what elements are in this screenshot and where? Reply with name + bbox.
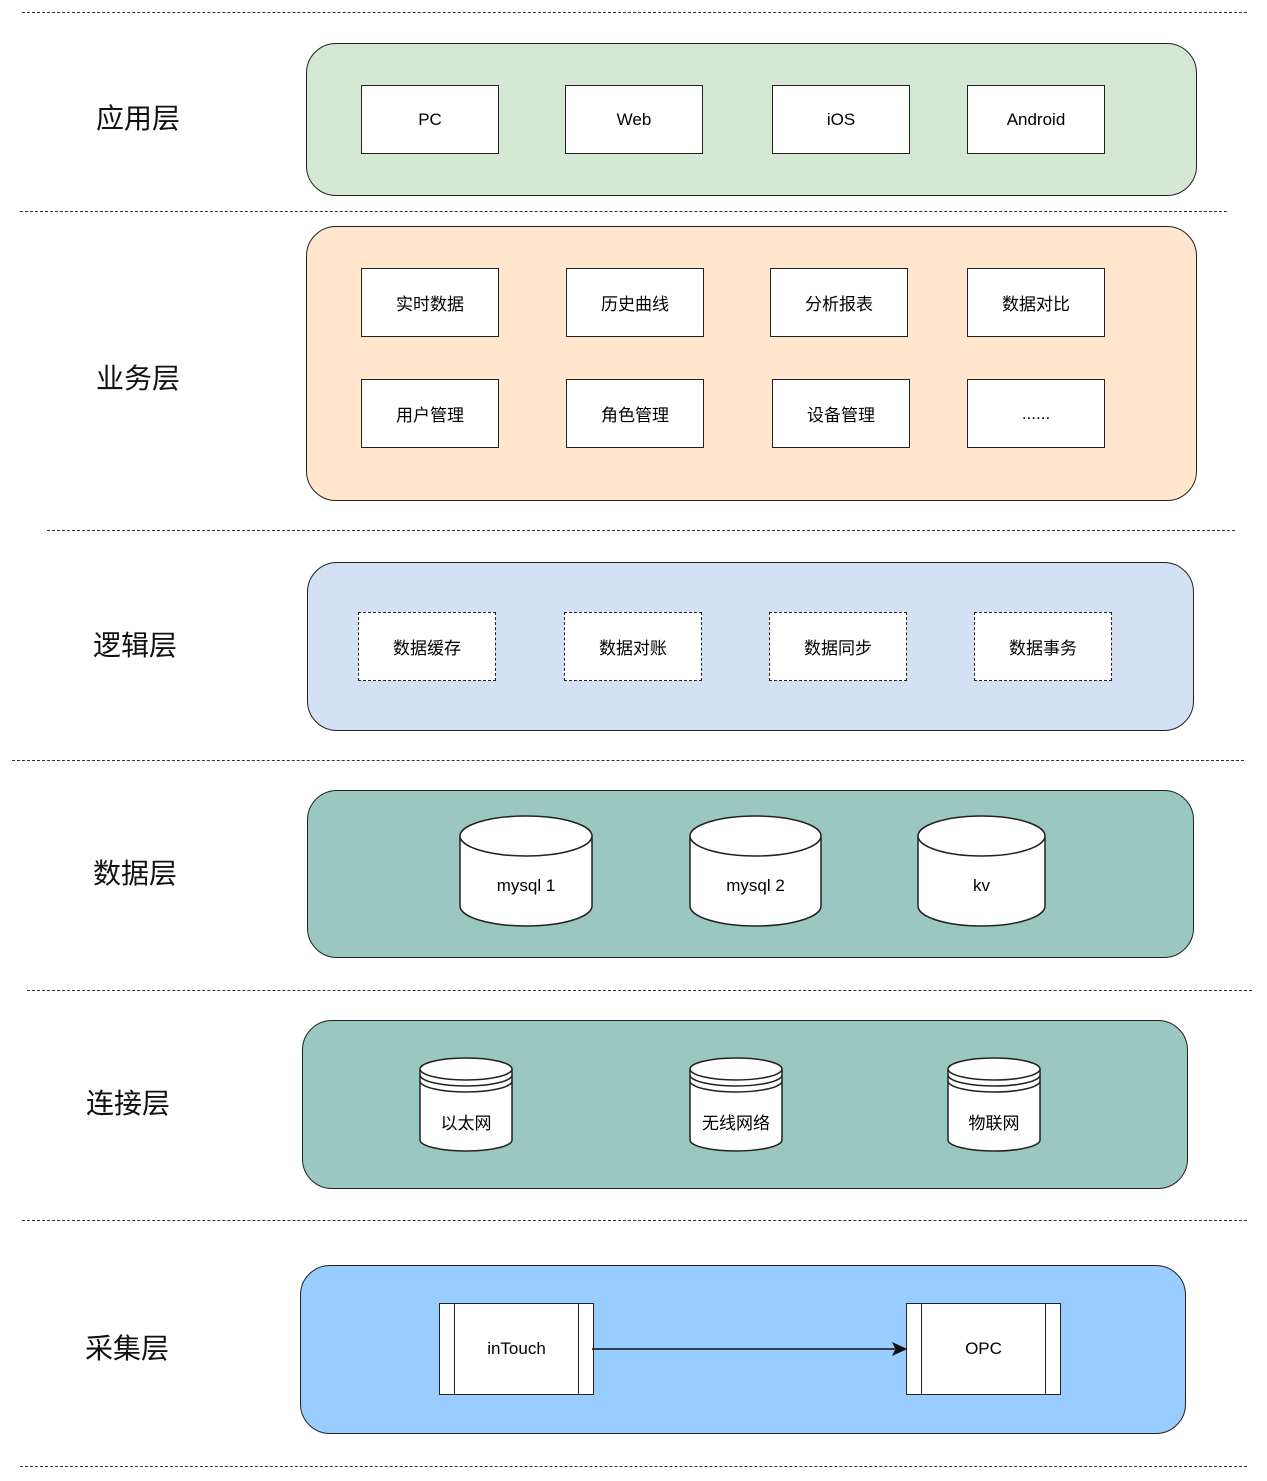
database-cylinder-mysql1 [459,815,593,927]
business-box-data-compare: 数据对比 [967,268,1105,337]
arrow-intouch-to-opc [592,1341,908,1357]
logic-box-data-transaction: 数据事务 [974,612,1112,681]
business-layer-label: 业务层 [95,363,180,394]
logic-layer-label: 逻辑层 [92,630,177,661]
app-box-web: Web [565,85,703,154]
database-label-kv: kv [973,876,990,895]
database-label-mysql2: mysql 2 [726,876,785,895]
logic-box-data-reconcile: 数据对账 [564,612,702,681]
app-box-android: Android [967,85,1105,154]
database-cylinder-mysql2 [689,815,822,927]
process-bar-right [1045,1304,1046,1394]
network-label-wireless: 无线网络 [702,1114,770,1133]
business-box-analysis-report: 分析报表 [770,268,908,337]
app-box-ios: iOS [772,85,910,154]
separator-data-connection [27,990,1252,991]
application-layer-label: 应用层 [95,103,180,134]
network-cylinder-iot [947,1057,1041,1152]
database-label-mysql1: mysql 1 [496,876,556,895]
separator-connection-collection [22,1220,1247,1221]
separator-business-logic [47,530,1235,531]
app-box-pc: PC [361,85,499,154]
connection-layer-label: 连接层 [85,1088,170,1119]
process-label-opc: OPC [965,1339,1002,1358]
business-box-device-management: 设备管理 [772,379,910,448]
network-label-iot: 物联网 [968,1114,1020,1133]
network-label-ethernet: 以太网 [440,1114,492,1133]
separator-top [22,12,1247,13]
network-cylinder-ethernet [419,1057,513,1152]
logic-box-data-cache: 数据缓存 [358,612,496,681]
business-box-role-management: 角色管理 [566,379,704,448]
network-cylinder-wireless [689,1057,783,1152]
business-box-user-management: 用户管理 [361,379,499,448]
business-box-more: ...... [967,379,1105,448]
separator-logic-data [12,760,1244,761]
business-box-history-curve: 历史曲线 [566,268,704,337]
process-box-opc: OPC [906,1303,1061,1395]
process-bar-left [454,1304,455,1394]
collection-layer-label: 采集层 [84,1333,169,1364]
separator-bottom [20,1466,1247,1467]
process-label-intouch: inTouch [487,1339,546,1358]
separator-app-business [20,211,1227,212]
business-box-realtime-data: 实时数据 [361,268,499,337]
process-bar-left [921,1304,922,1394]
data-layer-label: 数据层 [92,858,177,889]
database-cylinder-kv [917,815,1046,927]
process-box-intouch: inTouch [439,1303,594,1395]
process-bar-right [578,1304,579,1394]
logic-box-data-sync: 数据同步 [769,612,907,681]
